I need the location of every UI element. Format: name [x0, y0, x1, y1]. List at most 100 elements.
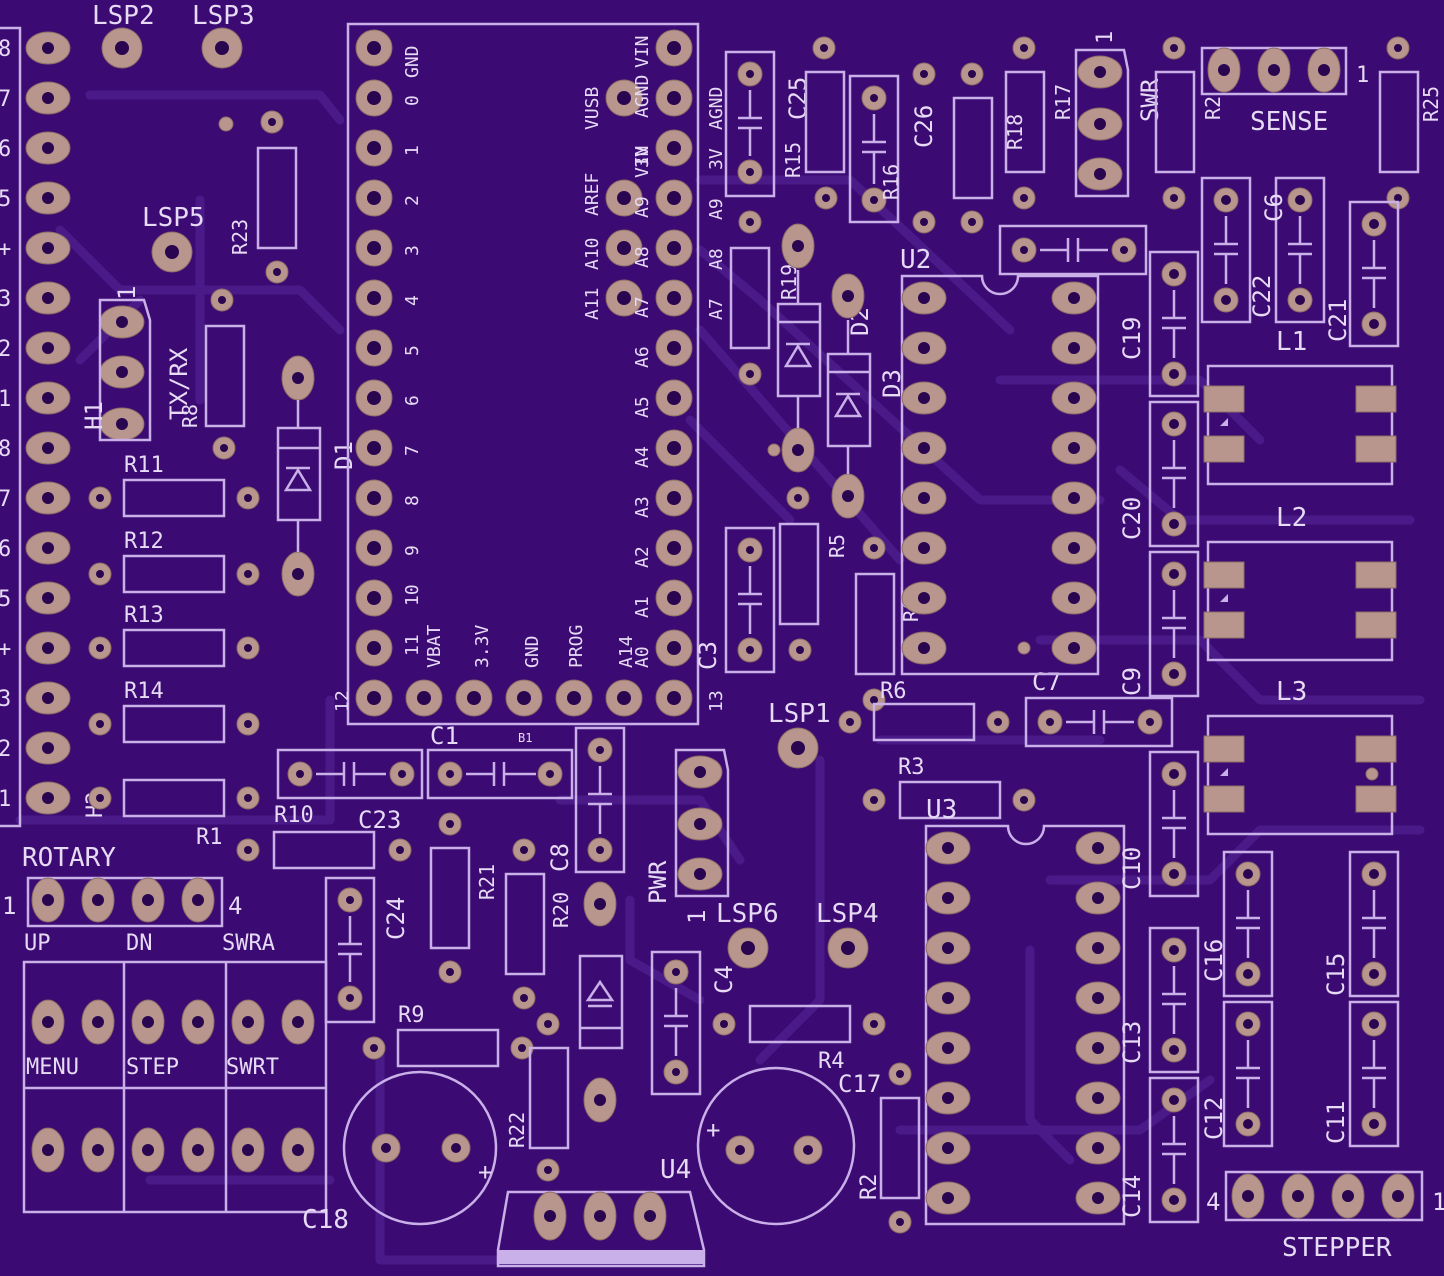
swr-header: SWR 1 [1074, 31, 1164, 198]
u2-pin-pad [901, 581, 947, 615]
r22-label: R22 [505, 1112, 529, 1148]
capacitor-pad [1287, 287, 1313, 313]
capacitor-label: C11 [1322, 1101, 1350, 1144]
teensy-pin-label: A2 [632, 546, 653, 568]
regulator-u4: U4 [496, 1155, 706, 1268]
left-header-digit: 7 [0, 87, 11, 112]
teensy-pin-label: 13 [706, 690, 727, 712]
lsp2-label: LSP2 [92, 1, 155, 31]
resistor-pad [88, 712, 112, 736]
txrx-label: TX/RX [165, 347, 193, 420]
teensy-pin-label: A8 [706, 248, 727, 270]
teensy-pin-label: VIN [632, 35, 653, 68]
teensy-pin-label: AGND [706, 87, 727, 130]
d3-label: D3 [878, 369, 906, 398]
capacitor-label: C10 [1118, 847, 1146, 890]
teensy-right-pad [655, 279, 693, 317]
teensy-right-pad [655, 379, 693, 417]
teensy-pin-label: 3V [632, 146, 653, 168]
capacitor-pad [1213, 187, 1239, 213]
c13-label: C13 [1118, 1021, 1146, 1064]
vertical-capacitor [1222, 850, 1274, 998]
teensy-pin-label: A9 [632, 196, 653, 218]
capacitor-label: C22 [1248, 275, 1276, 318]
u3-pin-pad [1075, 981, 1121, 1015]
resistor-r25: R25 [1378, 36, 1443, 210]
button-pad [81, 999, 115, 1045]
u2-pin-pad [901, 281, 947, 315]
r9-label: R9 [398, 1003, 425, 1028]
u3-pin-pad [1075, 1131, 1121, 1165]
resistor-label: R12 [124, 529, 164, 554]
teensy-pin-label: GND [402, 45, 423, 78]
teensy-left-pad [355, 679, 393, 717]
swra-label: SWRA [222, 931, 275, 956]
r20-label: R20 [549, 892, 573, 928]
lsp6-label: LSP6 [716, 899, 779, 929]
teensy-pin-label: PROG [566, 625, 587, 668]
teensy-pin-label: A1 [632, 596, 653, 618]
button-pad [31, 999, 65, 1045]
capacitor-pad [1161, 661, 1187, 687]
teensy-inner-pad [605, 229, 643, 267]
vertical-capacitor: C22 [1200, 176, 1276, 324]
c24-label: C24 [382, 897, 410, 940]
lsp3-testpoint: LSP3 [192, 1, 255, 69]
teensy-pin-label: 4 [402, 295, 423, 306]
d1-label: D1 [330, 441, 358, 470]
teensy-pin-label: 12 [332, 690, 353, 712]
capacitor-pad [1161, 261, 1187, 287]
resistor-label: R11 [124, 453, 164, 478]
u3-pin-pad [1075, 831, 1121, 865]
resistor-r21: R21 [429, 812, 499, 984]
teensy-pin-label: 0 [402, 95, 423, 106]
teensy-outline [346, 22, 700, 726]
left-header-digit: 8 [0, 37, 11, 62]
teensy-inner-pad [605, 279, 643, 317]
teensy-bottom-pad [555, 679, 593, 717]
u2-pin-pad [1051, 531, 1097, 565]
vertical-capacitor: C9 [1118, 550, 1200, 698]
teensy-pin-label: A3 [632, 496, 653, 518]
button-pad [131, 1127, 165, 1173]
diode-d3: D3 [826, 273, 906, 519]
teensy-right-pad [655, 579, 693, 617]
u3-pin-pad [925, 1181, 971, 1215]
left-header-pad [25, 581, 71, 615]
diode-d4 [578, 881, 624, 1123]
resistor-r8: R8 [178, 288, 246, 460]
capacitor-c7: C7 [1024, 668, 1174, 748]
capacitor-c18: + C18 [302, 1070, 498, 1235]
stepper-pin4-label: 4 [1206, 1188, 1220, 1216]
c18-label: C18 [302, 1205, 349, 1235]
capacitor-pad [1161, 1087, 1187, 1113]
vias [767, 443, 1379, 781]
teensy-module: GND0123456789101112VINAGND3VA9A8A7A6A5A4… [332, 22, 727, 726]
r16-label: R16 [879, 164, 903, 200]
capacitor-label: C9 [1118, 667, 1146, 696]
lsp4-label: LSP4 [816, 899, 879, 929]
teensy-pin-label: VIN [632, 145, 653, 178]
teensy-pin-label: 6 [402, 395, 423, 406]
left-header-digit: 2 [0, 737, 11, 762]
u3-label: U3 [926, 795, 957, 825]
teensy-right-pad [655, 329, 693, 367]
left-header-digit: 3 [0, 687, 11, 712]
resistor-r16 [912, 62, 994, 234]
horizontal-resistor: R11 [88, 453, 260, 518]
left-header-digit: + [0, 237, 11, 262]
u2-pin-pad [1051, 431, 1097, 465]
resistor-r22: R22 [505, 1012, 570, 1182]
inductor: L1 [1203, 327, 1397, 486]
resistor-label: R13 [124, 603, 164, 628]
button-pad [31, 1127, 65, 1173]
resistor-r5: R5 [778, 486, 849, 662]
capacitor-c3: C3 [694, 526, 776, 674]
left-header-pad [25, 681, 71, 715]
resistor-pad [88, 636, 112, 660]
pwr-header: PWR 1 [644, 748, 730, 924]
dn-label: DN [126, 931, 153, 956]
left-header-digit: 5 [0, 587, 11, 612]
capacitor-c1: C1 B1 [426, 722, 574, 800]
